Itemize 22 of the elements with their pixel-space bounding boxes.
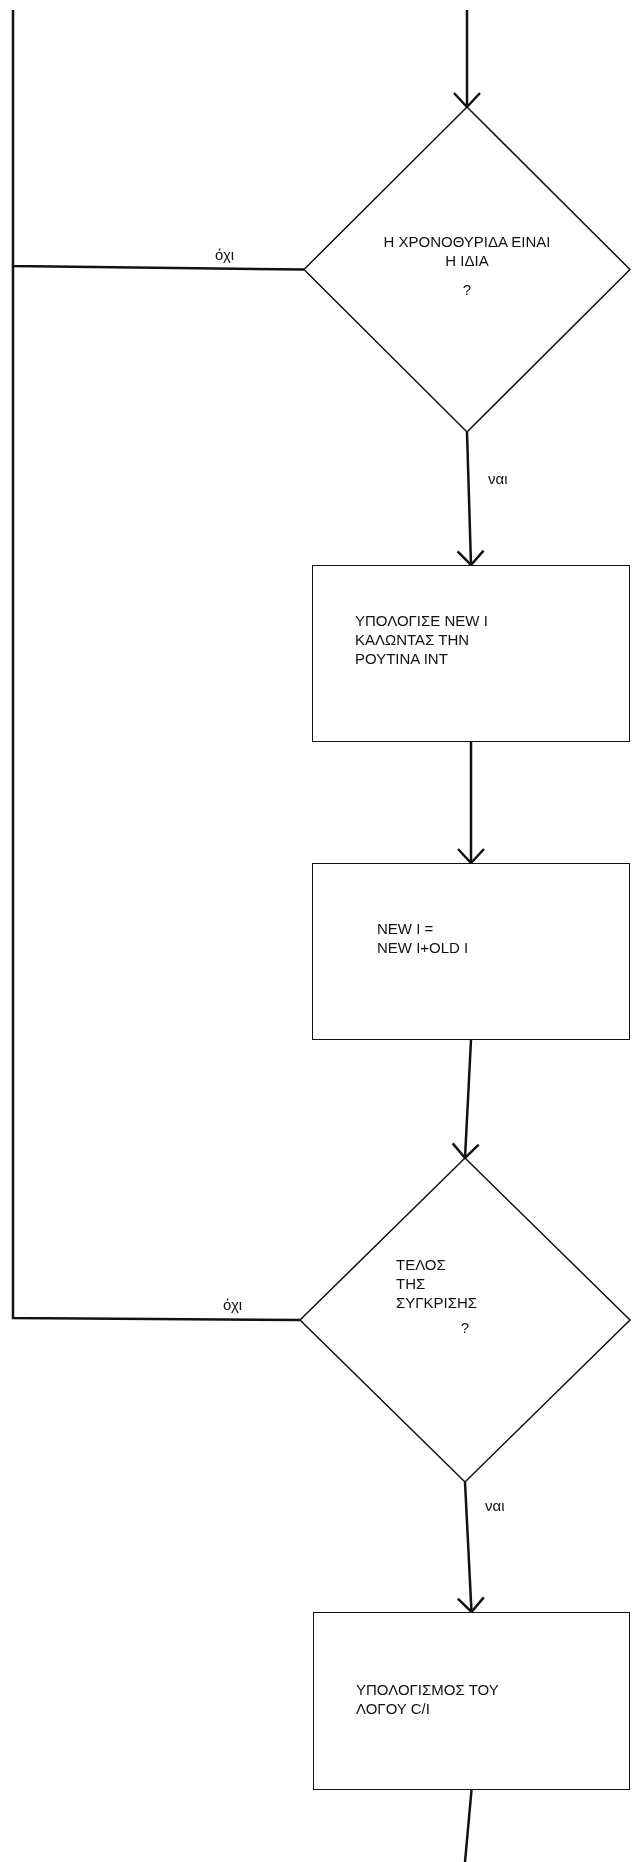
decision-diamond xyxy=(300,1158,630,1482)
node-text: ΥΠΟΛΟΓΙΣΜΟΣ ΤΟΥ ΛΟΓΟΥ C/I xyxy=(356,1680,500,1718)
node-text: ΥΠΟΛΟΓΙΣΕ NEW I ΚΑΛΩΝΤΑΣ ΤΗΝ ΡΟΥΤΙΝΑ INT xyxy=(355,611,489,668)
arrow xyxy=(456,431,485,567)
process-box xyxy=(312,863,630,1040)
arrow xyxy=(456,1481,486,1614)
connector-line xyxy=(11,10,304,271)
edge-label: όχι xyxy=(222,1296,244,1313)
node-text: ? xyxy=(459,1318,471,1337)
process-box xyxy=(312,565,630,742)
arrow xyxy=(451,1039,480,1160)
node-text: Η ΧΡΟΝΟΘΥΡΙΔΑ ΕΙΝΑΙ Η ΙΔΙΑ xyxy=(382,232,552,270)
node-text: ? xyxy=(461,280,473,299)
arrow xyxy=(456,742,486,865)
arrow xyxy=(452,10,482,109)
process-box xyxy=(313,1612,630,1790)
node-text: NEW I = NEW I+OLD I xyxy=(377,919,470,957)
connector-line xyxy=(11,266,300,1322)
connector-line xyxy=(463,1789,473,1862)
decision-diamond xyxy=(304,107,630,432)
node-text: ΤΕΛΟΣ ΤΗΣ ΣΥΓΚΡΙΣΗΣ xyxy=(396,1255,478,1312)
edge-label: όχι xyxy=(214,246,236,263)
